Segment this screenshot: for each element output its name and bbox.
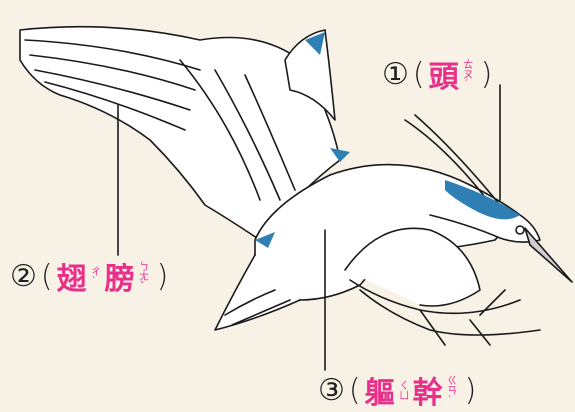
neck-head (329, 163, 541, 243)
label-number: ① (382, 56, 409, 92)
close-paren: ) (480, 56, 493, 92)
answer: 翅 ㄔˋ 膀 ㄅㄤˇ (57, 254, 153, 298)
close-paren: ) (464, 372, 477, 408)
wing-feathers (24, 39, 296, 201)
shoulder-accent (330, 148, 350, 162)
zhuyin-annotation: ㄍㄢˋ (444, 374, 456, 406)
open-paren: ( (412, 56, 425, 92)
answer-character: 膀 (104, 262, 135, 297)
folded-leg (344, 227, 481, 307)
head-cap (445, 180, 520, 220)
label-wing: ② ( 翅 ㄔˋ 膀 ㄅㄤˇ ) (10, 254, 172, 298)
open-paren: ( (40, 258, 53, 294)
label-number: ③ (318, 372, 345, 408)
far-wing (284, 29, 336, 121)
open-paren: ( (348, 372, 361, 408)
label-body: ③ ( 軀 ㄑㄩ 幹 ㄍㄢˋ ) (318, 368, 480, 412)
wing-base-accent (255, 232, 275, 248)
beak (524, 227, 573, 283)
answer-character: 軀 (364, 376, 395, 411)
label-number: ② (10, 258, 37, 294)
eye (515, 225, 525, 235)
label-head: ① ( 頭 ㄊㄡˊ ) (382, 52, 496, 96)
close-paren: ) (156, 258, 169, 294)
zhuyin-annotation: ㄔˋ (88, 265, 100, 287)
answer-character: 幹 (412, 376, 443, 411)
tail (214, 254, 301, 331)
zhuyin-annotation: ㄅㄤˇ (136, 260, 148, 292)
legs (349, 279, 541, 346)
answer: 頭 ㄊㄡˊ (429, 52, 477, 96)
answer: 軀 ㄑㄩ 幹 ㄍㄢˋ (365, 368, 461, 412)
tail-feathers (224, 289, 291, 326)
zhuyin-annotation: ㄊㄡˊ (460, 58, 472, 90)
zhuyin-annotation: ㄑㄩ (396, 380, 408, 400)
wingtip-accent (305, 32, 325, 55)
answer-character: 頭 (428, 60, 459, 95)
answer-character: 翅 (56, 262, 87, 297)
